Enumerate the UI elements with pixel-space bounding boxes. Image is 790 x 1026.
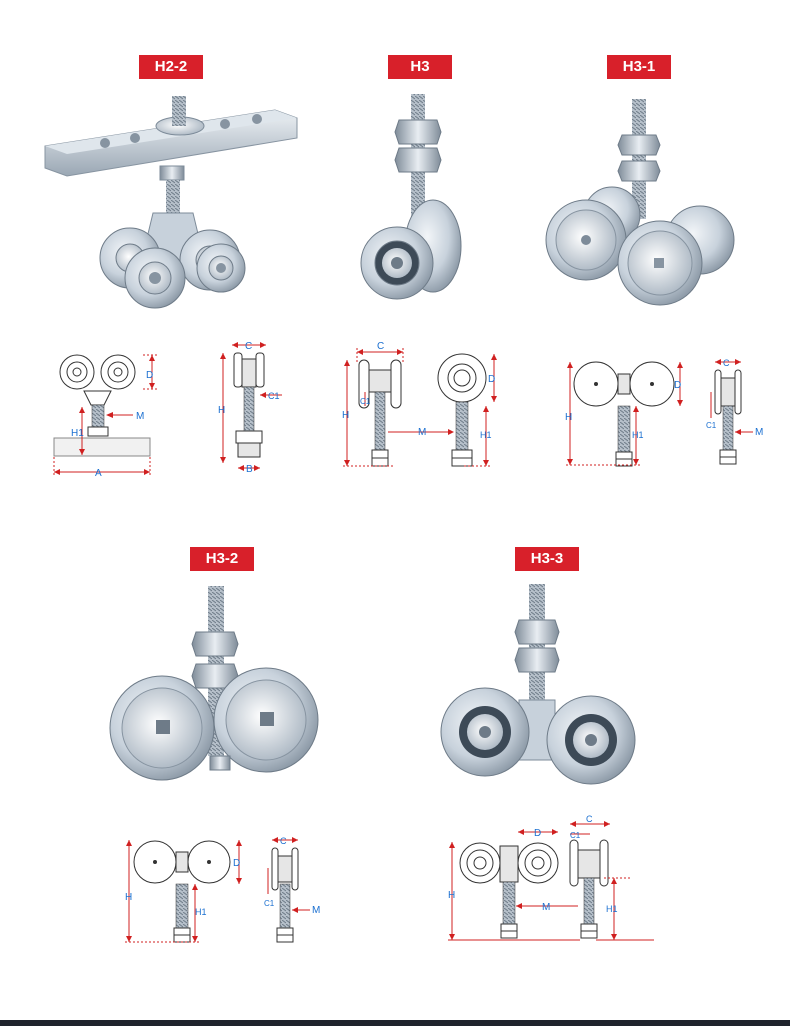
dim-label-h1: H1 xyxy=(71,428,84,439)
dim-label-c1: C1 xyxy=(360,397,371,406)
dim-label-h1: H1 xyxy=(606,904,618,914)
dim-label-c1: C1 xyxy=(706,421,717,430)
dim-label-a: A xyxy=(95,468,102,479)
diagram-front-h3-2: H D H1 xyxy=(125,840,242,943)
product-photo-h3-3 xyxy=(440,584,636,785)
product-photo-h3-1 xyxy=(545,99,735,306)
product-label-h3: H3 xyxy=(388,55,452,79)
product-label-h3-3: H3-3 xyxy=(515,547,579,571)
dim-label-d: D xyxy=(674,380,681,391)
dim-label-h: H xyxy=(565,412,572,423)
dim-label-d: D xyxy=(488,374,495,385)
product-label-h3-2: H3-2 xyxy=(190,547,254,571)
dim-label-c1: C1 xyxy=(264,899,275,908)
dim-label-h: H xyxy=(125,892,132,903)
dim-label-c: C xyxy=(280,836,287,846)
dim-label-c: C xyxy=(245,341,252,352)
diagram-side-h3-1: C C1 M xyxy=(706,358,763,465)
product-photo-h3-2 xyxy=(109,586,319,781)
diagram-front-h3-1: H D H1 xyxy=(565,361,683,467)
dim-label-m: M xyxy=(312,905,320,916)
dim-label-h: H xyxy=(448,890,455,901)
dim-label-c1: C1 xyxy=(268,391,280,401)
dim-label-d: D xyxy=(534,828,541,839)
footer-bar xyxy=(0,1020,790,1026)
product-photo-h2-2 xyxy=(44,96,298,309)
dim-label-b: B xyxy=(246,464,253,475)
dim-label-d: D xyxy=(233,858,240,869)
product-label-h3-1: H3-1 xyxy=(607,55,671,79)
diagram-side-h2-2: C H C1 B xyxy=(218,341,282,475)
dim-label-m: M xyxy=(418,427,426,438)
dim-label-c1: C1 xyxy=(570,831,581,840)
diagram-side-h3-3: C1 C H1 xyxy=(569,814,654,941)
dim-label-c: C xyxy=(723,358,730,368)
dim-label-m: M xyxy=(755,427,763,438)
diagram-front-h2-2: D M H1 A xyxy=(53,354,158,479)
diagram-side-h3-2: C C1 M xyxy=(264,836,320,943)
dim-label-h: H xyxy=(218,405,225,416)
dim-label-h1: H1 xyxy=(195,907,207,917)
dim-label-m: M xyxy=(136,411,144,422)
dim-label-m: M xyxy=(542,902,550,913)
diagram-side-h3: C H C1 xyxy=(342,341,404,467)
product-label-h2-2: H2-2 xyxy=(139,55,203,79)
dim-label-c: C xyxy=(586,814,593,824)
dim-label-h: H xyxy=(342,410,349,421)
diagram-front-h3: M D H1 xyxy=(388,353,497,467)
dim-label-h1: H1 xyxy=(632,430,644,440)
dim-label-h1: H1 xyxy=(480,430,492,440)
dim-label-d: D xyxy=(146,370,153,381)
diagram-front-h3-3: H D M xyxy=(448,828,580,941)
product-photo-h3 xyxy=(360,94,462,300)
dim-label-c: C xyxy=(377,341,384,352)
